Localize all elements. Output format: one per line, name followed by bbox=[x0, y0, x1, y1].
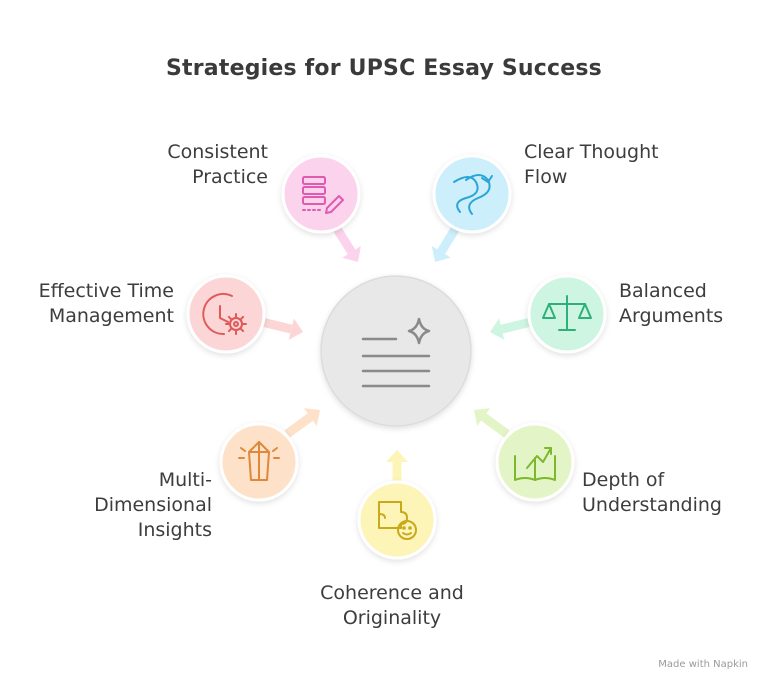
bubble-clear-thought-flow bbox=[432, 154, 512, 234]
arrowhead-clear-thought-flow bbox=[431, 246, 451, 262]
arrowhead-coherence-and-originality bbox=[386, 450, 408, 462]
arrow-effective-time-management bbox=[260, 317, 293, 334]
center-hub bbox=[320, 275, 472, 427]
arrow-balanced-arguments bbox=[500, 317, 533, 334]
scales-icon bbox=[542, 295, 592, 331]
arrow-depth-of-understanding bbox=[481, 413, 510, 438]
arrowhead-depth-of-understanding bbox=[474, 408, 491, 426]
bubble-multi-dimensional-insights bbox=[219, 422, 299, 502]
open-book-arrow-icon bbox=[514, 447, 556, 481]
arrowhead-multi-dimensional-insights bbox=[303, 408, 320, 426]
arrow-multi-dimensional-insights bbox=[284, 413, 313, 438]
clock-gear-icon bbox=[202, 293, 247, 336]
arrowhead-balanced-arguments bbox=[490, 318, 505, 340]
diagram-title: Strategies for UPSC Essay Success bbox=[166, 56, 602, 81]
bubble-consistent-practice bbox=[281, 154, 361, 234]
bubble-depth-of-understanding bbox=[495, 422, 575, 502]
footer-credit: Made with Napkin bbox=[658, 659, 748, 670]
bubble-balanced-arguments bbox=[527, 274, 607, 354]
bubble-effective-time-management bbox=[186, 274, 266, 354]
arrowhead-consistent-practice bbox=[342, 245, 361, 262]
winding-road-icon bbox=[453, 174, 493, 215]
puzzle-face-icon bbox=[378, 501, 417, 540]
server-pencil-icon bbox=[302, 176, 344, 214]
bubble-coherence-and-originality bbox=[357, 480, 437, 560]
crystal-icon bbox=[238, 441, 280, 481]
arrowhead-effective-time-management bbox=[288, 318, 303, 340]
document-sparkle-icon bbox=[361, 317, 431, 388]
